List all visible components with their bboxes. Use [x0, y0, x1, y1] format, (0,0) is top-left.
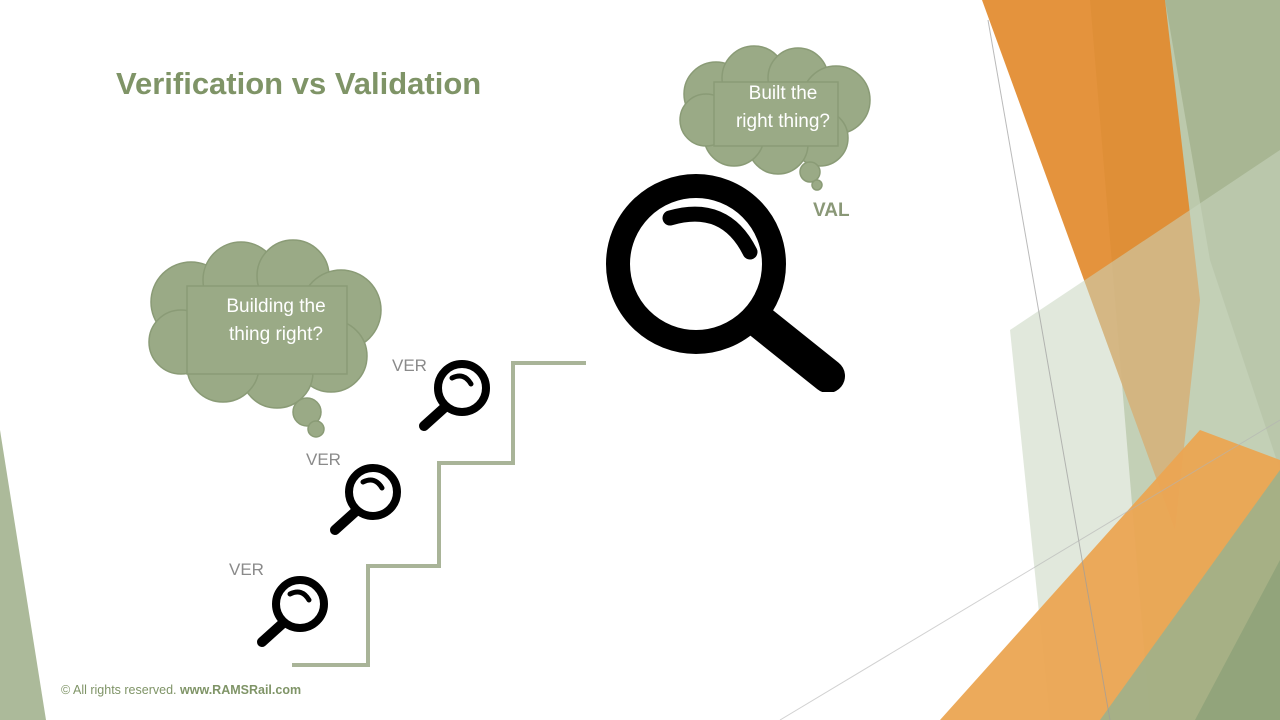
- staircase: [292, 361, 586, 667]
- copyright-text: © All rights reserved.: [61, 683, 177, 697]
- website-link[interactable]: www.RAMSRail.com: [180, 683, 302, 697]
- verification-question-line1: Building the: [226, 296, 326, 317]
- magnifier-large-icon: [606, 174, 845, 392]
- slide-title: Verification vs Validation: [116, 66, 482, 101]
- verification-thought-cloud: [148, 239, 382, 438]
- ver-tag-step-2: VER: [306, 450, 341, 469]
- verification-question: Building the thing right?: [206, 293, 346, 349]
- magnifier-icon: [419, 360, 490, 431]
- val-tag: VAL: [813, 200, 850, 221]
- magnifier-icon: [330, 464, 401, 535]
- ver-tag-step-3: VER: [392, 356, 427, 375]
- verification-question-line2: thing right?: [228, 324, 323, 345]
- validation-question-line1: Built the: [748, 83, 818, 104]
- footer: © All rights reserved. www.RAMSRail.com: [61, 683, 301, 697]
- validation-question: Built the right thing?: [718, 80, 848, 136]
- ver-tag-step-1: VER: [229, 560, 264, 579]
- validation-question-line2: right thing?: [735, 111, 830, 132]
- magnifier-icon: [257, 576, 328, 647]
- validation-thought-cloud: [679, 45, 871, 191]
